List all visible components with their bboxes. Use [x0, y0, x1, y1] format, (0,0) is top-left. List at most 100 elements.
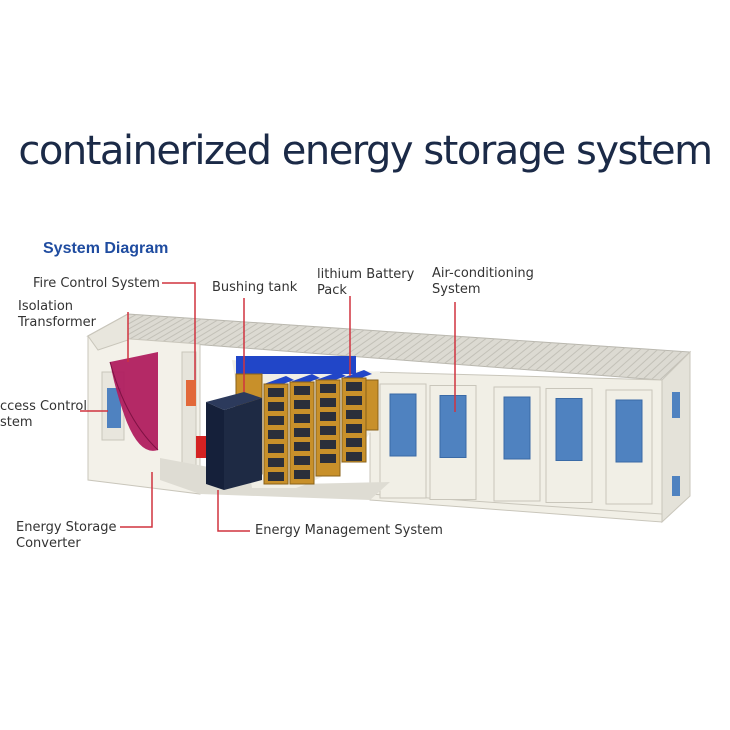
- label-energy-management-system: Energy Management System: [255, 523, 443, 538]
- battery-module: [346, 424, 362, 433]
- roof-rib: [294, 327, 332, 353]
- label-lithium-battery-pack: lithium Battery Pack: [317, 267, 415, 298]
- battery-module: [320, 426, 336, 435]
- leader-energy-management: [217, 490, 250, 532]
- battery-module: [294, 414, 310, 423]
- battery-module: [320, 384, 336, 393]
- door-window: [503, 396, 531, 460]
- battery-module: [346, 438, 362, 447]
- end-window: [672, 392, 680, 418]
- roof-rib: [286, 326, 324, 352]
- roof-rib: [634, 349, 666, 379]
- roof-rib: [651, 351, 683, 380]
- battery-top-blue-band: [236, 356, 356, 374]
- page-title: containerized energy storage system: [18, 128, 713, 174]
- battery-module: [294, 428, 310, 437]
- roof-rib: [203, 321, 243, 346]
- roof-rib: [195, 320, 235, 345]
- roof-rib: [129, 316, 169, 340]
- battery-module: [346, 410, 362, 419]
- roof-rib: [377, 332, 414, 359]
- label-bushing-tank: Bushing tank: [212, 280, 298, 295]
- roof-rib: [278, 326, 316, 352]
- battery-module: [268, 416, 284, 425]
- roof-rib: [402, 334, 438, 361]
- roof-rib: [154, 317, 194, 342]
- battery-module: [346, 382, 362, 391]
- label-air-conditioning-system: Air-conditioning System: [432, 266, 534, 297]
- roof-rib: [137, 316, 178, 341]
- roof-rib: [187, 320, 226, 345]
- roof-rib: [576, 346, 609, 375]
- roof-rib: [344, 330, 381, 357]
- label-access-control-system: ccess Control stem: [0, 399, 87, 430]
- roof-rib: [609, 348, 642, 377]
- battery-module: [268, 472, 284, 481]
- roof-rib: [270, 325, 308, 351]
- label-fire-control-system: Fire Control System: [33, 276, 160, 291]
- roof-rib: [170, 319, 210, 343]
- battery-module: [320, 454, 336, 463]
- roof-rib: [568, 345, 601, 374]
- roof-rib: [601, 347, 634, 376]
- roof-rib: [469, 338, 503, 366]
- door-window: [439, 395, 467, 458]
- battery-module: [268, 388, 284, 397]
- roof-rib: [311, 328, 349, 354]
- roof-rib: [477, 339, 512, 367]
- roof-rib: [444, 337, 479, 364]
- battery-module: [268, 430, 284, 439]
- roof-rib: [261, 325, 300, 350]
- callout-leader-lines: [80, 282, 456, 532]
- ems-cabinet: [206, 392, 262, 490]
- roof-rib: [585, 346, 618, 375]
- battery-module: [294, 386, 310, 395]
- battery-module: [294, 470, 310, 479]
- leader-fire-control: [162, 282, 196, 380]
- roof-rib: [551, 344, 585, 373]
- leader-energy-storage-converter: [120, 472, 153, 528]
- roof-rib: [245, 324, 284, 349]
- roof-rib: [502, 341, 536, 369]
- roof-rib: [369, 332, 406, 359]
- roof-rib: [643, 350, 675, 380]
- roof-rib: [593, 347, 626, 376]
- battery-module: [346, 452, 362, 461]
- battery-module: [294, 456, 310, 465]
- battery-module: [320, 412, 336, 421]
- battery-module: [268, 444, 284, 453]
- roof-rib: [535, 343, 569, 371]
- roof-rib: [560, 345, 593, 373]
- end-window: [672, 476, 680, 496]
- roof-rib: [427, 336, 463, 363]
- battery-module: [268, 458, 284, 467]
- battery-module: [294, 400, 310, 409]
- roof-rib: [419, 335, 455, 362]
- roof-rib: [386, 333, 422, 360]
- battery-module: [294, 442, 310, 451]
- door-window: [555, 398, 583, 461]
- roof-rib: [411, 335, 446, 362]
- battery-rack: [365, 379, 379, 431]
- isolation-transformer-shape: [110, 352, 158, 451]
- label-isolation-transformer: Isolation Transformer: [18, 299, 97, 330]
- roof-rib: [452, 337, 487, 365]
- roof-rib: [527, 342, 560, 371]
- battery-module: [320, 440, 336, 449]
- fire-control-box: [186, 380, 196, 406]
- roof-rib: [303, 327, 341, 353]
- roof-rib: [328, 329, 365, 355]
- battery-module: [346, 396, 362, 405]
- cutaway-floor: [160, 458, 390, 500]
- roof-rib: [510, 341, 544, 369]
- door-window: [389, 393, 417, 457]
- roof-rib: [336, 330, 373, 356]
- label-energy-storage-converter: Energy Storage Converter: [16, 520, 117, 551]
- door-window: [615, 399, 643, 463]
- roof-rib: [145, 317, 186, 341]
- roof-rib: [543, 343, 577, 372]
- roof-rib: [518, 342, 552, 370]
- roof-rib: [618, 348, 650, 378]
- roof-rib: [361, 331, 398, 358]
